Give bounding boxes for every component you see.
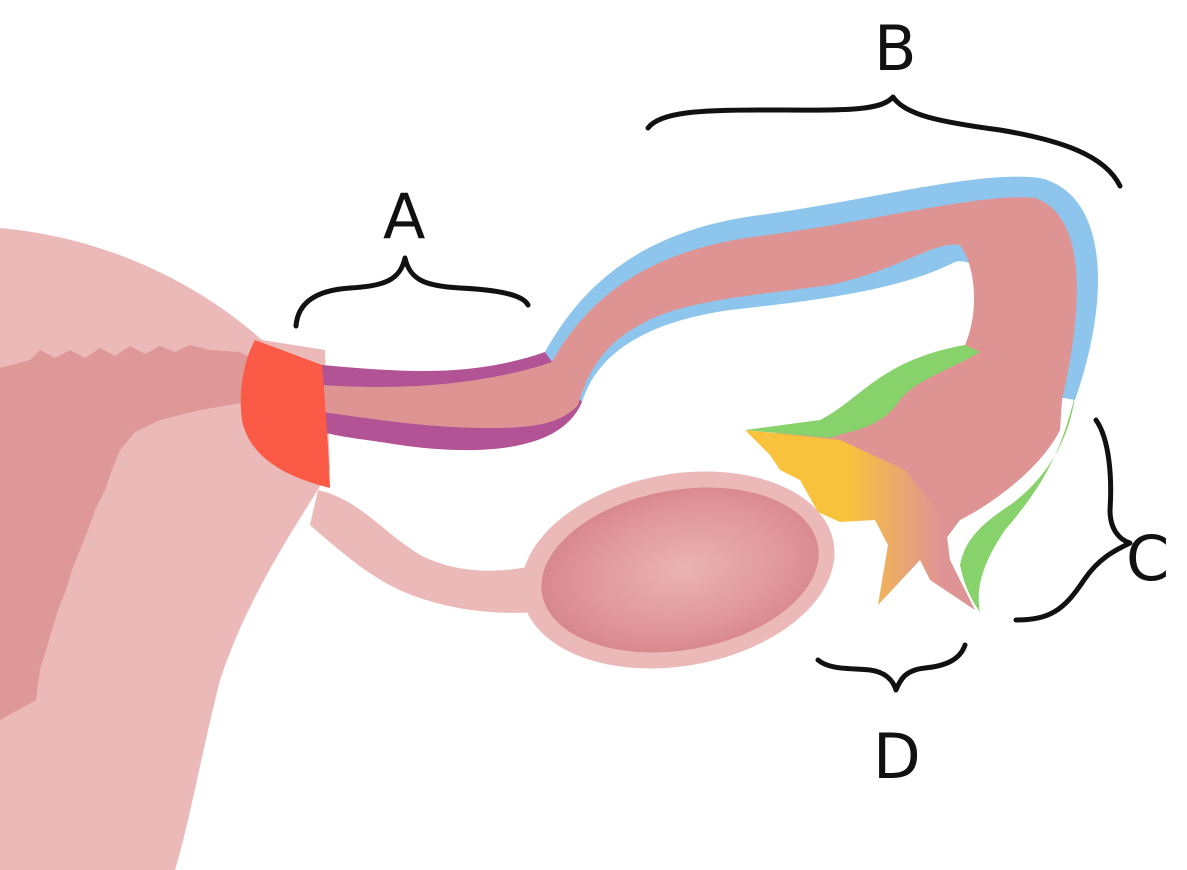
label-d: D [873, 720, 921, 793]
label-c: C [1126, 522, 1169, 595]
brace-a [296, 258, 528, 326]
label-b: B [874, 12, 917, 85]
brace-d [818, 645, 965, 690]
brace-b [648, 97, 1120, 186]
label-a: A [383, 180, 425, 253]
